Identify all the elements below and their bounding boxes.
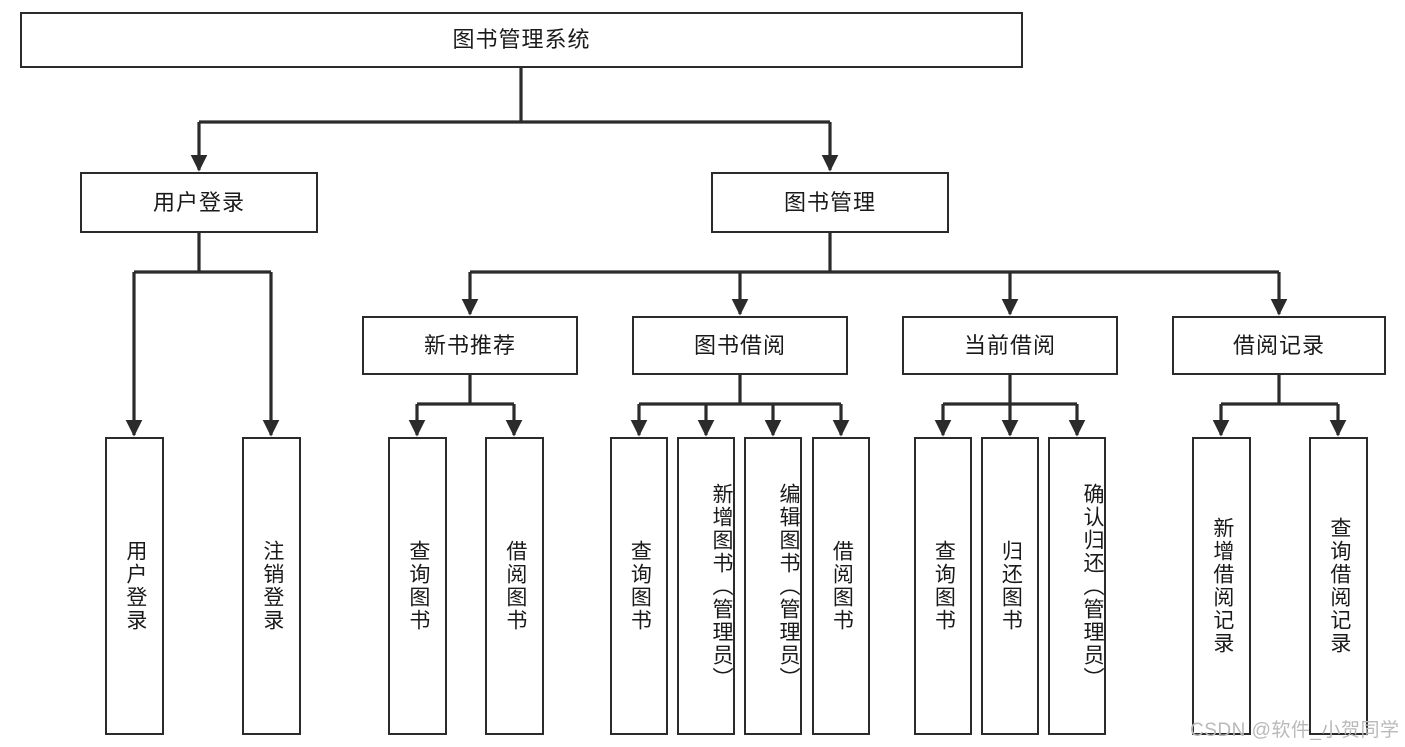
node-book-borrowing[interactable]: 图书借阅: [632, 316, 848, 375]
leaf-user-login-logout[interactable]: 注销登录: [242, 437, 301, 735]
leaf-borrow-edit-book-admin[interactable]: 编辑图书（管理员）: [744, 437, 802, 735]
leaf-current-return-books[interactable]: 归还图书: [981, 437, 1039, 735]
leaf-current-query-books[interactable]: 查询图书: [914, 437, 972, 735]
leaf-new-book-borrow-books[interactable]: 借阅图书: [485, 437, 544, 735]
leaf-borrow-add-book-admin[interactable]: 新增图书（管理员）: [677, 437, 735, 735]
leaf-current-confirm-return-admin[interactable]: 确认归还（管理员）: [1048, 437, 1106, 735]
leaf-new-book-query-books[interactable]: 查询图书: [388, 437, 447, 735]
leaf-record-add-borrow-record[interactable]: 新增借阅记录: [1192, 437, 1251, 735]
node-user-login[interactable]: 用户登录: [80, 172, 318, 233]
leaf-record-query-borrow-record[interactable]: 查询借阅记录: [1309, 437, 1368, 735]
node-new-book-recommendation[interactable]: 新书推荐: [362, 316, 578, 375]
node-borrowing-record[interactable]: 借阅记录: [1172, 316, 1386, 375]
node-root-book-management-system[interactable]: 图书管理系统: [20, 12, 1023, 68]
leaf-borrow-borrow-books[interactable]: 借阅图书: [812, 437, 870, 735]
leaf-user-login-login[interactable]: 用户登录: [105, 437, 164, 735]
node-current-borrowing[interactable]: 当前借阅: [902, 316, 1118, 375]
node-book-management[interactable]: 图书管理: [711, 172, 949, 233]
leaf-borrow-query-books[interactable]: 查询图书: [610, 437, 668, 735]
